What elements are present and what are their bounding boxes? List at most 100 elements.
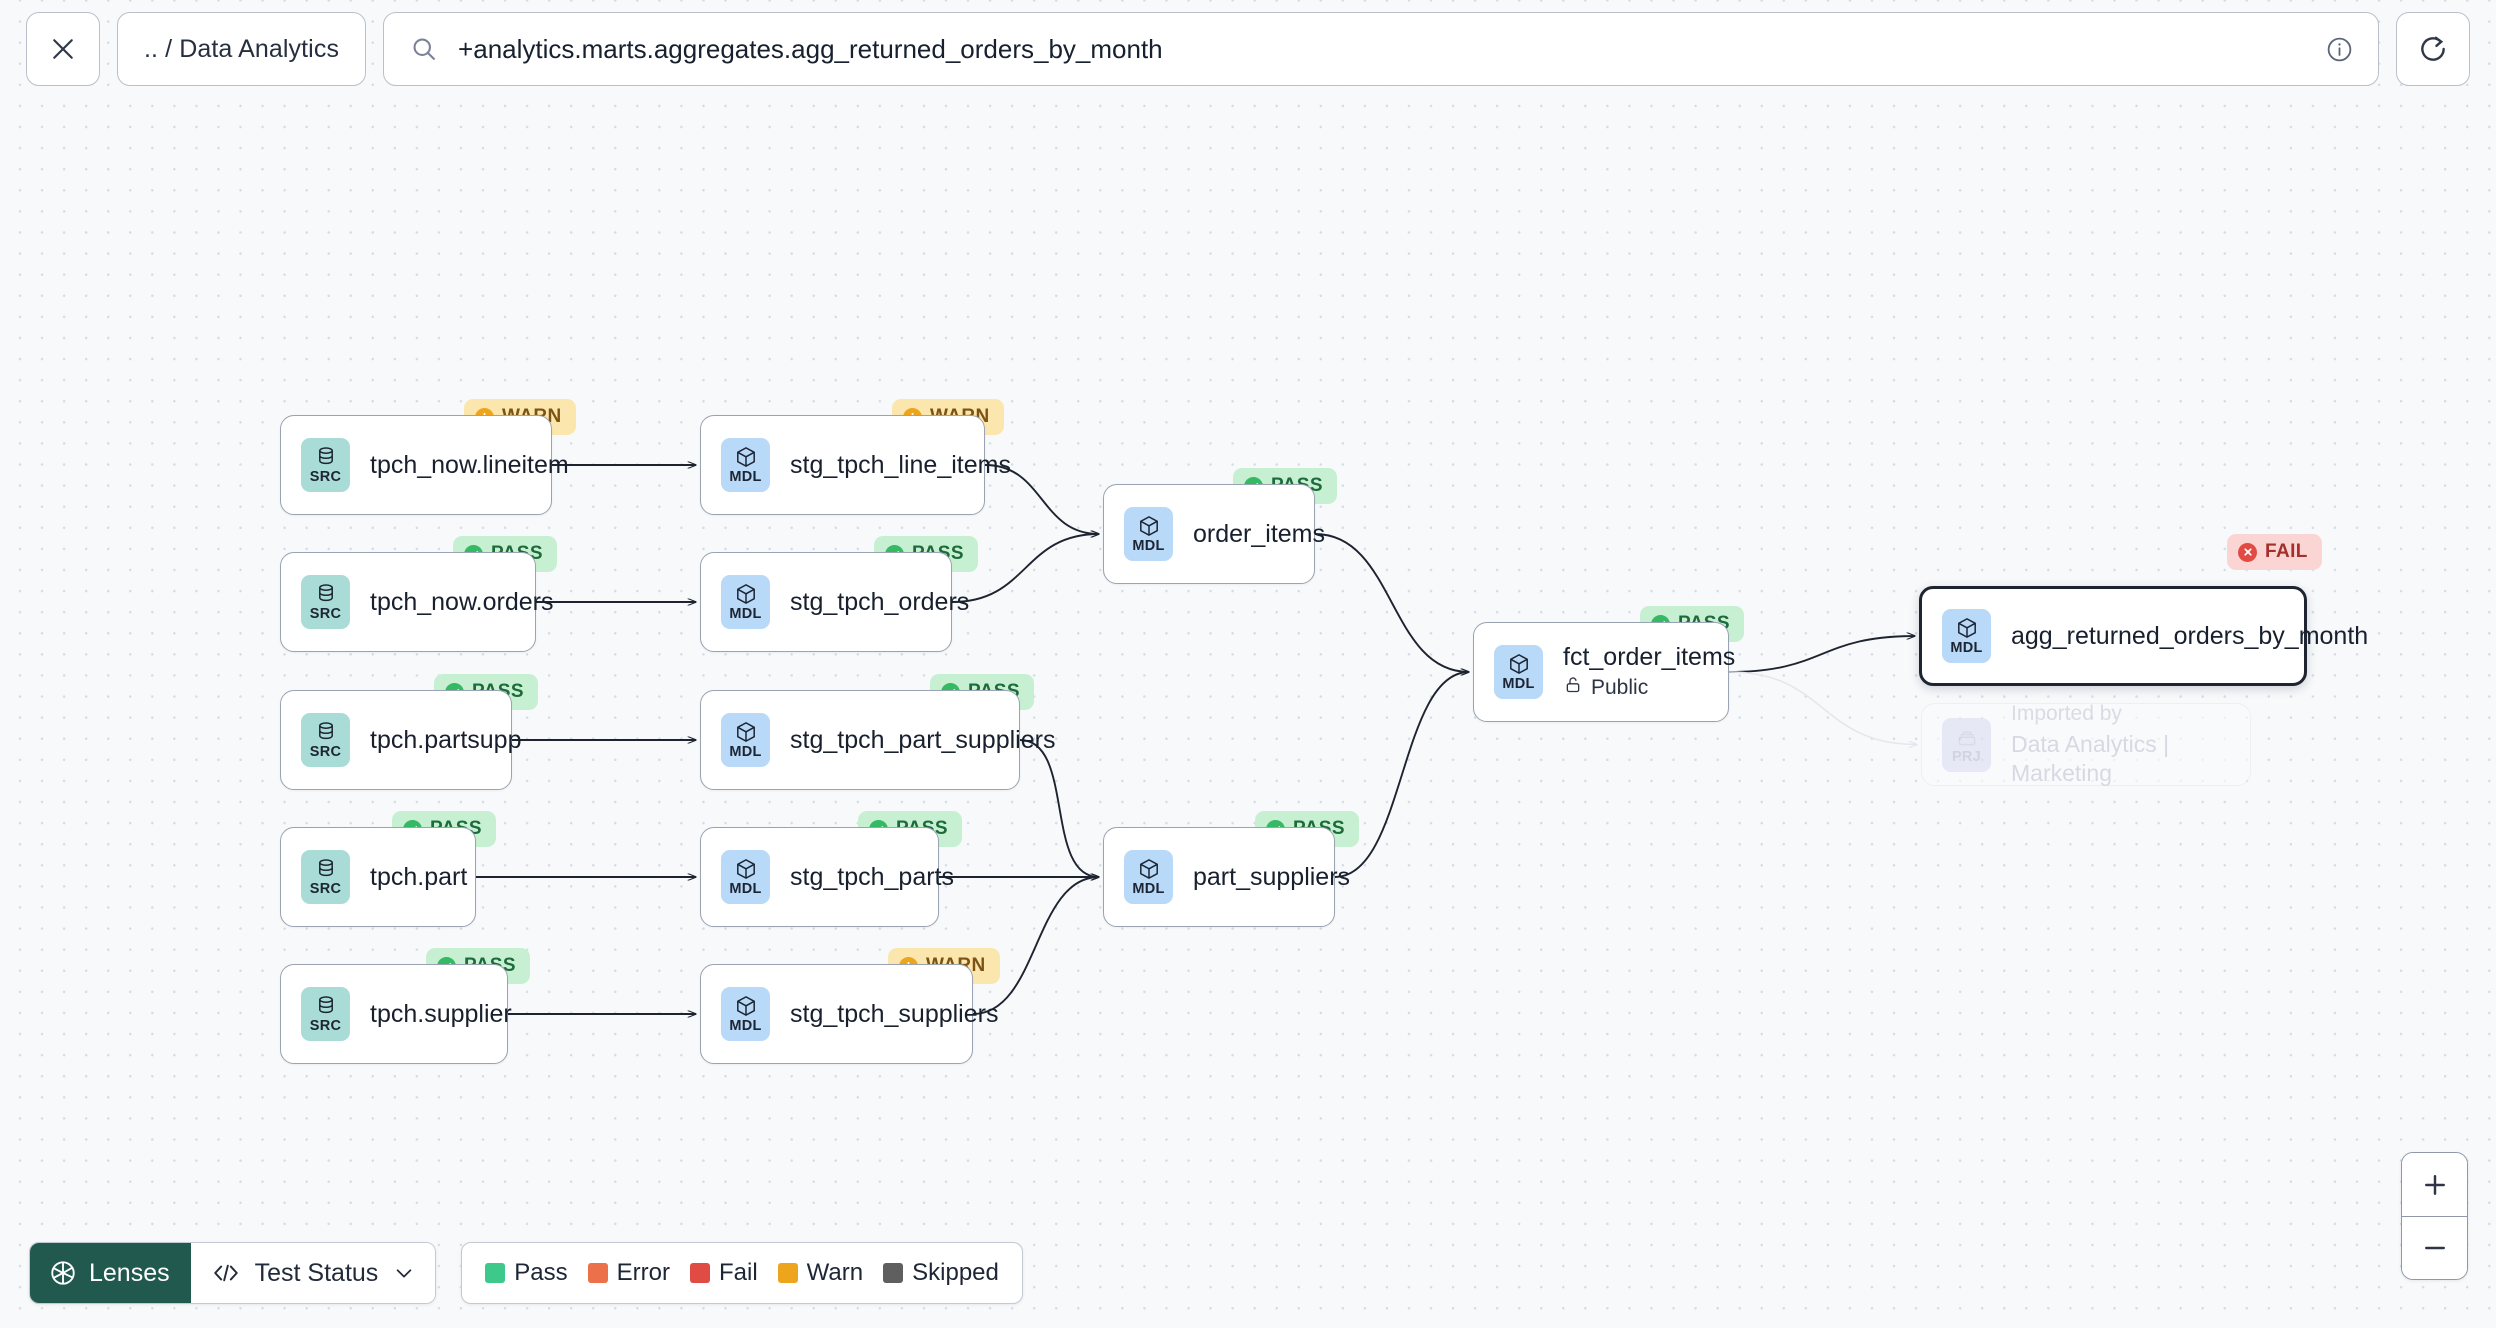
info-icon[interactable]: [2325, 35, 2354, 64]
graph-node-tpch_now_lineitem[interactable]: SRC tpch_now.lineitem: [280, 415, 569, 515]
node-body: tpch_now.lineitem: [370, 450, 569, 480]
node-title: tpch.partsupp: [370, 725, 522, 754]
node-visibility: Public: [1563, 675, 1728, 700]
graph-node-tpch_part[interactable]: SRC tpch.part: [280, 827, 476, 927]
test-status-label: Test Status: [254, 1258, 379, 1287]
legend-item-warn[interactable]: Warn: [777, 1259, 864, 1287]
node-caption: Imported by: [2011, 702, 2122, 726]
legend-swatch-error: [587, 1263, 608, 1283]
model-type-icon: MDL: [1124, 850, 1173, 904]
lens-group: Lenses Test Status: [29, 1242, 437, 1304]
graph-node-imported_by_project[interactable]: PRJ Imported by Data Analytics | Marketing: [1921, 702, 2251, 787]
legend-item-pass[interactable]: Pass: [485, 1259, 568, 1287]
node-title: stg_tpch_part_suppliers: [790, 725, 1056, 754]
legend-label: Pass: [514, 1259, 568, 1286]
refresh-button[interactable]: [2396, 12, 2470, 86]
aperture-icon: [49, 1259, 77, 1287]
legend-label: Error: [616, 1259, 670, 1286]
node-type-label: SRC: [309, 744, 342, 761]
node-type-label: MDL: [729, 1018, 762, 1035]
node-title: stg_tpch_orders: [790, 587, 970, 616]
node-type-label: SRC: [309, 881, 342, 898]
source-type-icon: SRC: [301, 850, 350, 904]
node-title: tpch_now.lineitem: [370, 450, 569, 479]
bottom-toolbar: Lenses Test Status Pass Error Fail Warn Skip…: [29, 1242, 1023, 1304]
node-body: stg_tpch_parts: [790, 863, 954, 892]
status-badge-label: FAIL: [2265, 541, 2308, 562]
unlock-icon: [1563, 675, 1583, 700]
node-body: part_suppliers: [1193, 862, 1351, 892]
edge-stg_tpch_part_suppliers-to-part_suppliers: [1019, 739, 1099, 877]
model-type-icon: MDL: [721, 713, 770, 767]
source-type-icon: SRC: [301, 438, 350, 492]
node-title: stg_tpch_suppliers: [790, 999, 999, 1028]
node-type-label: MDL: [729, 469, 762, 486]
breadcrumb[interactable]: .. / Data Analytics: [117, 12, 367, 86]
graph-node-stg_tpch_line_items[interactable]: MDL stg_tpch_line_items: [700, 415, 1011, 515]
node-type-label: SRC: [309, 1018, 342, 1035]
node-type-label: MDL: [729, 606, 762, 623]
close-button[interactable]: [26, 12, 100, 86]
node-type-label: MDL: [1132, 538, 1165, 555]
node-body: stg_tpch_part_suppliers: [790, 725, 1056, 755]
legend-swatch-warn: [777, 1263, 798, 1283]
status-badge-agg_returned_orders_by_month[interactable]: FAIL: [2227, 534, 2322, 570]
graph-node-stg_tpch_suppliers[interactable]: MDL stg_tpch_suppliers: [700, 964, 999, 1064]
node-title: part_suppliers: [1193, 862, 1351, 891]
edge-fct_order_items-to-agg_returned_orders_by_month: [1728, 636, 1915, 673]
graph-node-stg_tpch_part_suppliers[interactable]: MDL stg_tpch_part_suppliers: [700, 690, 1056, 790]
node-title: stg_tpch_line_items: [790, 450, 1011, 479]
node-title: order_items: [1193, 519, 1325, 548]
edge-order_items-to-fct_order_items: [1314, 533, 1469, 672]
status-legend: Pass Error Fail Warn Skipped: [461, 1242, 1023, 1304]
test-status-dropdown[interactable]: Test Status: [190, 1243, 436, 1303]
source-type-icon: SRC: [301, 987, 350, 1041]
node-title: fct_order_items: [1563, 643, 1736, 672]
model-type-icon: MDL: [721, 438, 770, 492]
node-title: Data Analytics | Marketing: [2011, 731, 2170, 787]
node-body: stg_tpch_line_items: [790, 450, 1011, 480]
breadcrumb-label: .. / Data Analytics: [144, 34, 340, 63]
model-type-icon: MDL: [721, 850, 770, 904]
model-type-icon: MDL: [721, 987, 770, 1041]
legend-label: Skipped: [912, 1259, 999, 1286]
graph-node-stg_tpch_orders[interactable]: MDL stg_tpch_orders: [700, 552, 970, 652]
node-body: stg_tpch_suppliers: [790, 999, 999, 1029]
legend-item-skipped[interactable]: Skipped: [883, 1259, 999, 1287]
search-icon: [410, 35, 438, 63]
minus-icon: [2421, 1234, 2449, 1262]
graph-node-tpch_partsupp[interactable]: SRC tpch.partsupp: [280, 690, 522, 790]
model-type-icon: MDL: [1942, 609, 1991, 663]
node-type-label: SRC: [309, 469, 342, 486]
legend-item-error[interactable]: Error: [587, 1259, 670, 1287]
model-type-icon: MDL: [1494, 645, 1543, 699]
node-body: tpch_now.orders: [370, 587, 554, 617]
graph-node-stg_tpch_parts[interactable]: MDL stg_tpch_parts: [700, 827, 954, 927]
node-body: tpch.part: [370, 863, 467, 892]
search-input[interactable]: +analytics.marts.aggregates.agg_returned…: [458, 33, 1163, 64]
search-bar[interactable]: +analytics.marts.aggregates.agg_returned…: [383, 12, 2379, 86]
legend-swatch-pass: [485, 1263, 506, 1283]
zoom-in-button[interactable]: [2402, 1153, 2467, 1216]
node-body: stg_tpch_orders: [790, 587, 970, 617]
legend-label: Fail: [719, 1259, 758, 1286]
legend-item-fail[interactable]: Fail: [690, 1259, 758, 1287]
chevron-down-icon: [393, 1262, 415, 1284]
code-icon: [212, 1261, 240, 1285]
node-type-label: PRJ: [1951, 748, 1982, 765]
graph-node-part_suppliers[interactable]: MDL part_suppliers: [1103, 827, 1351, 927]
close-icon: [48, 34, 78, 64]
graph-node-order_items[interactable]: MDL order_items: [1103, 484, 1325, 584]
lenses-button[interactable]: Lenses: [30, 1243, 191, 1303]
zoom-out-button[interactable]: [2402, 1216, 2467, 1279]
node-type-label: MDL: [729, 881, 762, 898]
status-fail-icon: [2238, 542, 2257, 562]
legend-label: Warn: [806, 1259, 864, 1286]
node-visibility-label: Public: [1591, 676, 1649, 700]
node-title: tpch_now.orders: [370, 587, 554, 616]
